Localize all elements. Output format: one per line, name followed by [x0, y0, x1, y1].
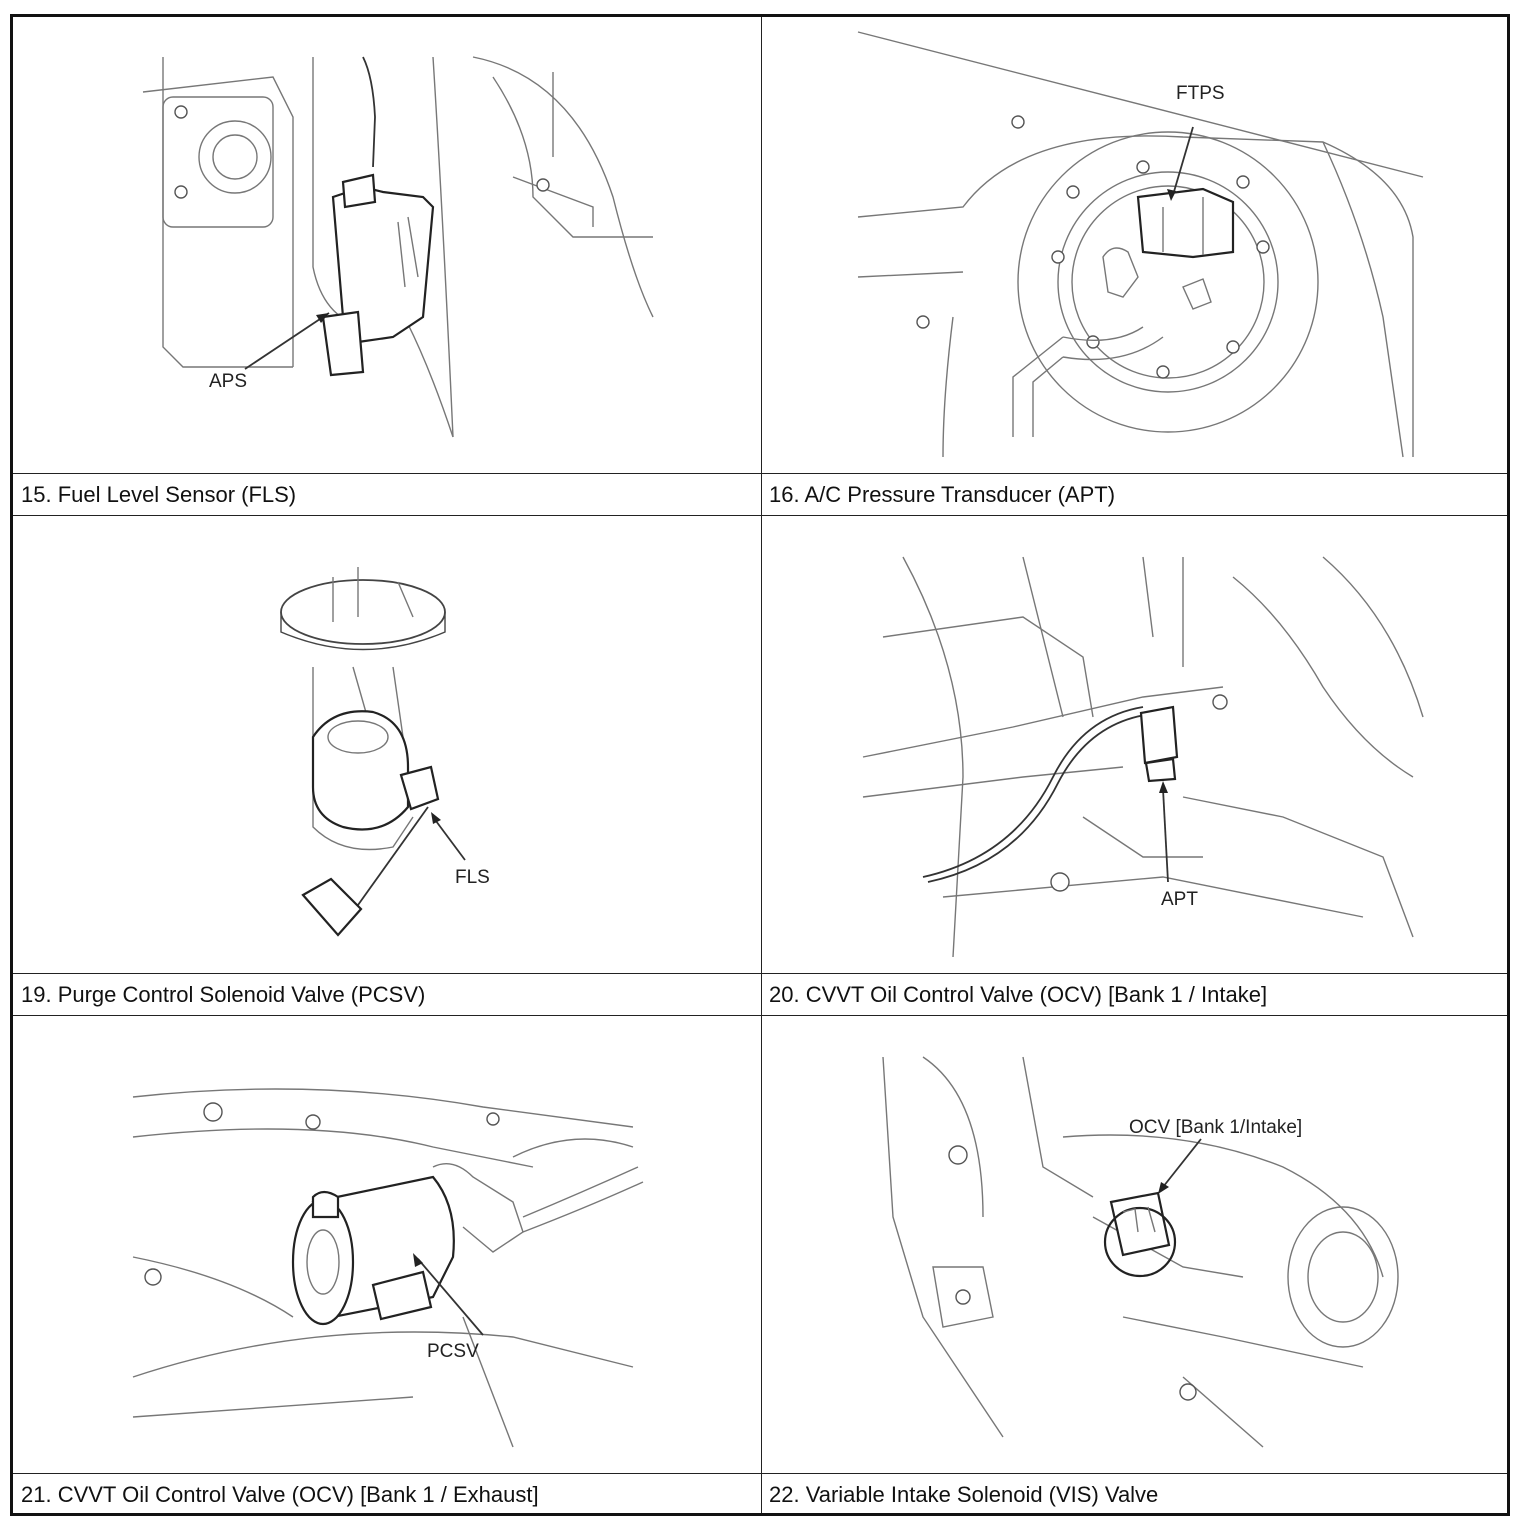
callout-label: APS — [209, 371, 247, 392]
row-divider — [13, 1015, 1507, 1016]
row-divider — [13, 473, 1507, 474]
column-divider — [761, 17, 762, 1513]
row-divider — [13, 1473, 1507, 1474]
callout-label: FTPS — [1176, 83, 1225, 104]
panel-caption: 22. Variable Intake Solenoid (VIS) Valve — [769, 1482, 1159, 1507]
row-divider — [13, 515, 1507, 516]
panel-caption: 20. CVVT Oil Control Valve (OCV) [Bank 1… — [769, 982, 1268, 1007]
callout-label: APT — [1161, 889, 1198, 910]
figure-fls: FLS — [280, 567, 490, 937]
row-divider — [13, 973, 1507, 974]
callout-label: OCV [Bank 1/Intake] — [1129, 1117, 1302, 1138]
diagram-sheet: APS 15. Fuel Level Sensor (FLS) FTPS 16.… — [10, 14, 1510, 1516]
figure-apt: APT — [862, 556, 1424, 958]
figure-pcsv: PCSV — [132, 1088, 644, 1448]
callout-label: FLS — [455, 867, 490, 888]
figure-ocv: OCV [Bank 1/Intake] — [882, 1056, 1399, 1448]
panel-caption: 21. CVVT Oil Control Valve (OCV) [Bank 1… — [21, 1482, 539, 1507]
figure-aps: APS — [142, 56, 654, 438]
panel-caption: 16. A/C Pressure Transducer (APT) — [769, 482, 1116, 507]
callout-label: PCSV — [427, 1341, 479, 1362]
panel-caption: 15. Fuel Level Sensor (FLS) — [21, 482, 297, 507]
panel-caption: 19. Purge Control Solenoid Valve (PCSV) — [21, 982, 426, 1007]
figure-ftps: FTPS — [857, 31, 1424, 458]
